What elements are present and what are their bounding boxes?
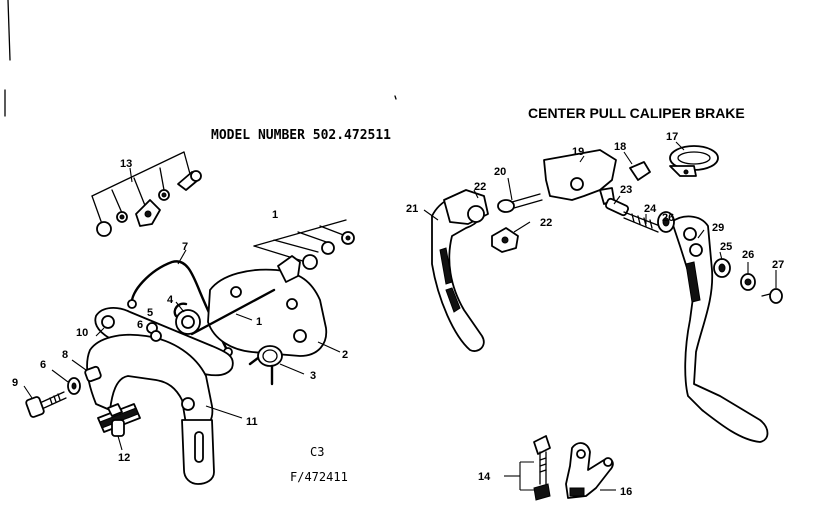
part-27-bolt — [761, 288, 783, 304]
label-25: 25 — [720, 241, 732, 253]
part-3-return-spring — [248, 345, 283, 386]
scan-edge-mark-2 — [7, 0, 11, 61]
leader-22a — [473, 189, 479, 199]
part-13-bolt-set — [91, 151, 202, 237]
body-hole-2 — [293, 329, 307, 343]
leader-23 — [613, 195, 621, 205]
label-6b: 6 — [40, 359, 46, 371]
label-2: 2 — [342, 349, 348, 361]
label-6a: 6 — [137, 319, 143, 331]
label-8: 8 — [62, 349, 68, 361]
label-3: 3 — [310, 370, 316, 382]
hanger-hole — [570, 177, 584, 191]
leader-8 — [71, 359, 87, 371]
label-5: 5 — [147, 307, 153, 319]
part-1-center-bolt — [190, 288, 276, 336]
label-22b: 22 — [540, 217, 552, 229]
label-1a: 1 — [272, 209, 278, 221]
mount-tab — [277, 255, 301, 283]
label-10: 10 — [76, 327, 88, 339]
leader-9 — [23, 385, 33, 399]
label-11: 11 — [246, 416, 258, 428]
leader-25 — [719, 251, 723, 261]
part-1-hardware-set — [253, 219, 355, 270]
part-22-nut-hole — [501, 236, 509, 244]
label-23: 23 — [620, 184, 632, 196]
yoke-hole — [181, 397, 195, 411]
code-f-number: F/472411 — [290, 470, 348, 484]
part-6-washer — [67, 377, 81, 395]
code-c3: C3 — [310, 445, 324, 459]
diagram-title: CENTER PULL CALIPER BRAKE — [528, 105, 745, 121]
part-26-nut — [740, 273, 756, 291]
leader-13 — [129, 167, 133, 183]
part-25-washer — [713, 258, 731, 278]
arm-29-hole — [689, 243, 703, 257]
leader-10 — [95, 327, 105, 337]
label-24: 24 — [644, 203, 657, 215]
leader-21 — [423, 209, 439, 221]
part-16-bracket — [565, 442, 614, 499]
part-20-cable-stop — [497, 193, 543, 213]
label-13: 13 — [120, 158, 132, 170]
leader-17 — [675, 141, 685, 151]
part-23-24-adjuster — [605, 197, 661, 233]
part-4-anchor-inner — [181, 315, 195, 329]
part-28-bushing-core — [662, 217, 670, 227]
leader-14-bracket — [519, 461, 534, 491]
part-8-spacer — [84, 365, 102, 383]
part-2-caliper-body — [207, 268, 328, 357]
label-7: 7 — [182, 241, 188, 253]
leader-29 — [697, 229, 705, 239]
leader-2 — [317, 341, 341, 353]
label-22a: 22 — [474, 181, 486, 193]
label-29: 29 — [712, 222, 724, 234]
part-18-nut — [629, 161, 651, 181]
label-12: 12 — [118, 452, 130, 464]
part-5-spring — [173, 302, 188, 318]
leader-11 — [205, 405, 243, 419]
arm-slot — [194, 431, 204, 463]
label-27: 27 — [772, 259, 784, 271]
leader-22b — [513, 221, 531, 233]
label-1b: 1 — [256, 316, 262, 328]
model-number: MODEL NUMBER 502.472511 — [211, 128, 391, 143]
leader-3 — [279, 363, 305, 375]
part-14-bolt — [533, 435, 551, 501]
label-14: 14 — [478, 471, 491, 483]
label-4: 4 — [167, 294, 174, 306]
scan-speck — [394, 95, 397, 100]
arm-29-hole-top — [683, 227, 697, 241]
lever-pivot — [467, 205, 485, 223]
label-19: 19 — [572, 146, 584, 158]
leader-1b — [235, 313, 253, 321]
part-17-clamp — [669, 145, 719, 177]
leader-4 — [175, 301, 185, 313]
part-19-cable-hanger — [543, 149, 617, 201]
label-20: 20 — [494, 166, 506, 178]
label-21: 21 — [406, 203, 418, 215]
label-18: 18 — [614, 141, 626, 153]
label-17: 17 — [666, 131, 678, 143]
part-12-brake-shoe — [97, 403, 141, 437]
part-9-bolt — [25, 391, 67, 418]
part-6-washer-top — [150, 330, 162, 342]
leader-7 — [177, 249, 187, 265]
label-16: 16 — [620, 486, 632, 498]
body-hole — [286, 298, 298, 310]
leader-19 — [579, 155, 585, 163]
leader-18 — [623, 151, 633, 165]
arm-pivot-hole — [101, 315, 115, 329]
label-26b: 26 — [742, 249, 754, 261]
label-9: 9 — [12, 377, 18, 389]
body-hole-3 — [230, 286, 242, 298]
leader-20 — [507, 177, 513, 201]
arm-29-texture — [685, 261, 701, 303]
lever-grip-texture — [439, 247, 461, 313]
label-26a: 26 — [662, 212, 674, 224]
spring-end-2 — [127, 299, 137, 309]
leader-12 — [117, 435, 123, 451]
leader-6b — [51, 369, 69, 383]
